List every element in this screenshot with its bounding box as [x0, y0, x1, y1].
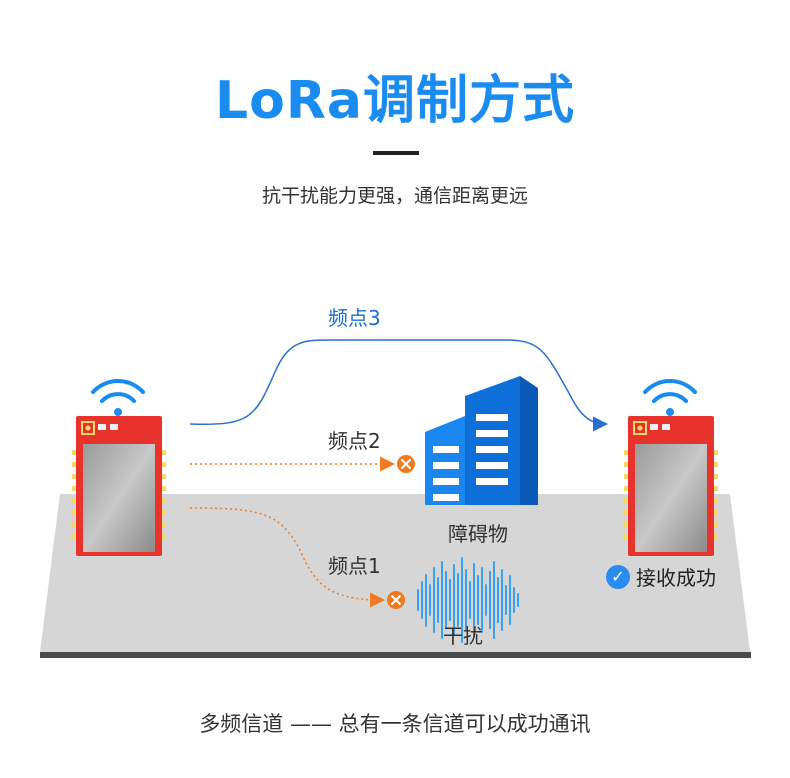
lora-module-sender — [72, 416, 166, 556]
ground-plane — [40, 494, 751, 658]
page-title: LoRa调制方式 — [215, 71, 575, 131]
channel-3-route — [189, 339, 608, 432]
title-divider — [373, 151, 419, 155]
wifi-icon-sender — [91, 379, 145, 416]
footer-caption: 多频信道 —— 总有一条信道可以成功通讯 — [199, 712, 591, 736]
channel-3-label: 频点3 — [328, 306, 381, 330]
wifi-icon-receiver — [643, 379, 697, 416]
success-label: 接收成功 — [636, 566, 716, 590]
page-subtitle: 抗干扰能力更强，通信距离更远 — [261, 185, 528, 207]
noise-waveform-icon — [417, 557, 519, 643]
lora-module-receiver — [624, 416, 718, 556]
blocked-icon-channel-2 — [397, 455, 415, 473]
blocked-icon-channel-1 — [387, 591, 405, 609]
checkmark-icon: ✓ — [606, 564, 630, 589]
receive-success: ✓ 接收成功 — [606, 562, 716, 591]
channel-1-route — [189, 507, 385, 608]
building-icon — [425, 376, 538, 505]
channel-2-label: 频点2 — [328, 429, 381, 453]
obstacle-label: 障碍物 — [448, 522, 508, 546]
channel-1-label: 频点1 — [328, 554, 381, 578]
interference-label: 干扰 — [443, 624, 483, 648]
